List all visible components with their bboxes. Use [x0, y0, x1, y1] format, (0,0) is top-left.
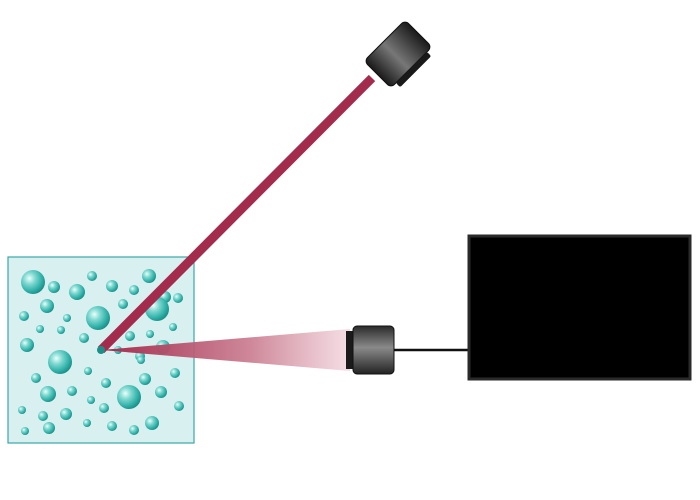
particle — [83, 419, 91, 427]
particle — [139, 373, 151, 385]
particle — [173, 293, 183, 303]
particle — [63, 314, 71, 322]
particle — [31, 373, 41, 383]
laser-source — [365, 21, 431, 87]
particle — [129, 285, 139, 295]
particle — [36, 325, 44, 333]
particle — [43, 422, 55, 434]
particle — [99, 403, 109, 413]
scattering-point — [97, 346, 105, 354]
scattered-light-cone — [101, 329, 350, 371]
particle — [84, 367, 92, 375]
particle — [18, 406, 26, 414]
particle — [107, 421, 117, 431]
particle — [118, 299, 128, 309]
particle — [137, 356, 145, 364]
particle — [67, 386, 77, 396]
particle — [145, 416, 159, 430]
particle — [19, 311, 29, 321]
particle — [170, 368, 180, 378]
particle — [86, 306, 110, 330]
particle — [106, 280, 118, 292]
particle — [69, 284, 85, 300]
particle — [87, 396, 95, 404]
particle — [174, 401, 184, 411]
analyzer-box — [467, 234, 692, 381]
particle — [21, 270, 45, 294]
particle — [40, 386, 56, 402]
laser-beam — [97, 74, 376, 354]
particle — [142, 269, 156, 283]
particle — [146, 330, 154, 338]
particle — [40, 299, 54, 313]
particle — [79, 333, 89, 343]
particles-group — [18, 269, 184, 435]
particle — [48, 350, 72, 374]
particle — [57, 326, 65, 334]
particle — [125, 331, 135, 341]
detector — [346, 325, 395, 375]
particle — [48, 281, 60, 293]
particle — [87, 271, 97, 281]
particle — [20, 338, 34, 352]
particle — [21, 427, 29, 435]
particle — [38, 411, 48, 421]
particle — [60, 408, 72, 420]
particle — [129, 425, 139, 435]
particle — [101, 378, 111, 388]
particle — [117, 385, 141, 409]
particle — [155, 386, 167, 398]
particle — [169, 323, 177, 331]
